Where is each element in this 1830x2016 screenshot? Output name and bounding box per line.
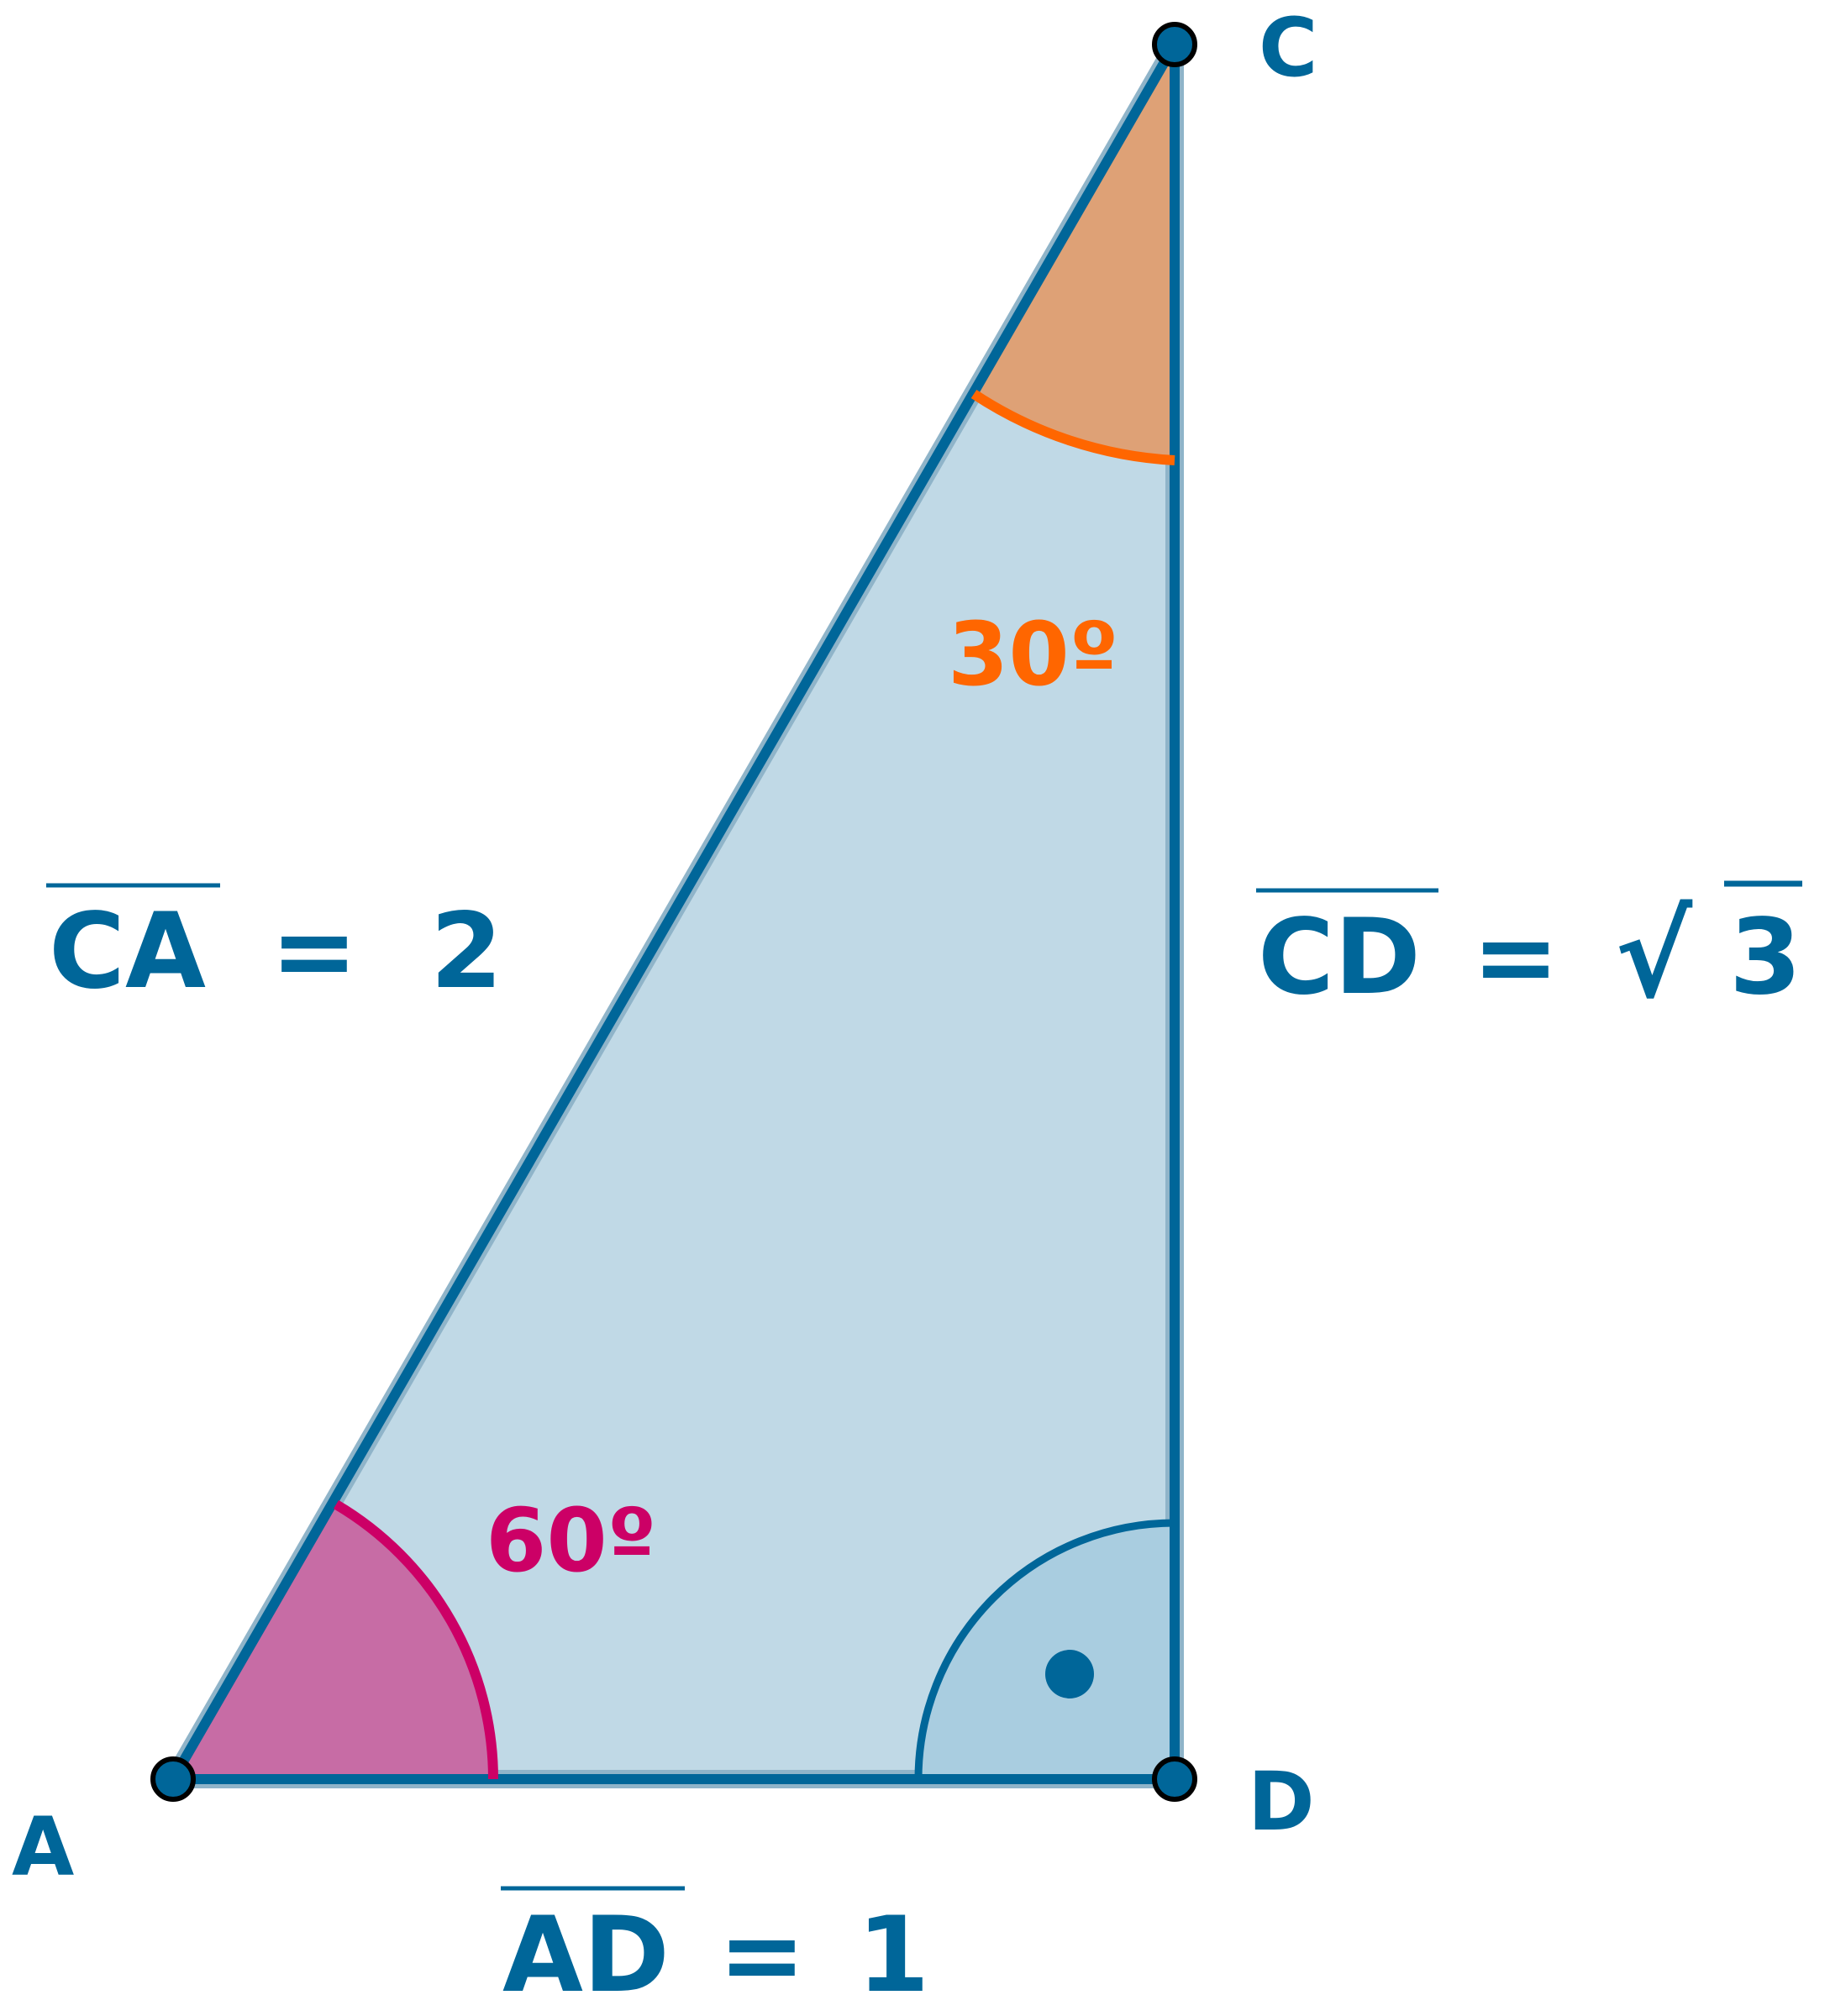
angle-c-sector <box>974 45 1175 460</box>
ad-name: AD <box>502 1895 670 2016</box>
vertex-c-label: C <box>1259 1 1317 95</box>
side-ad-label: AD = 1 <box>501 1886 929 2016</box>
side-cd-label: CD = √ 3 <box>1256 880 1802 1024</box>
vertex-d-point[interactable] <box>1152 1756 1197 1802</box>
vertex-a-label: A <box>12 1800 74 1894</box>
side-ca-label: CA = 2 <box>46 883 502 1012</box>
angle-c-arc <box>970 389 1175 465</box>
angle-a-label: 60º <box>486 1489 656 1592</box>
cd-radical-icon: √ <box>1615 889 1693 1024</box>
angle-d-sector <box>918 1523 1175 1779</box>
ca-name: CA <box>49 891 206 1012</box>
right-angle-dot-icon <box>1045 1650 1094 1698</box>
ca-value: 2 <box>430 891 502 1012</box>
ca-equals: = <box>271 891 358 1012</box>
angle-d-arc <box>914 1519 1175 1780</box>
vertex-c-point[interactable] <box>1152 22 1197 67</box>
cd-value: 3 <box>1729 897 1801 1018</box>
ad-equals: = <box>718 1895 806 2016</box>
cd-name: CD <box>1258 897 1421 1018</box>
vertex-a-point[interactable] <box>150 1756 196 1802</box>
angle-c-label: 30º <box>948 603 1118 706</box>
angle-a-arc <box>333 1499 498 1780</box>
vertex-d-label: D <box>1248 1755 1315 1849</box>
ad-value: 1 <box>857 1895 929 2016</box>
side-ca <box>168 39 1180 1784</box>
cd-equals: = <box>1472 897 1559 1018</box>
